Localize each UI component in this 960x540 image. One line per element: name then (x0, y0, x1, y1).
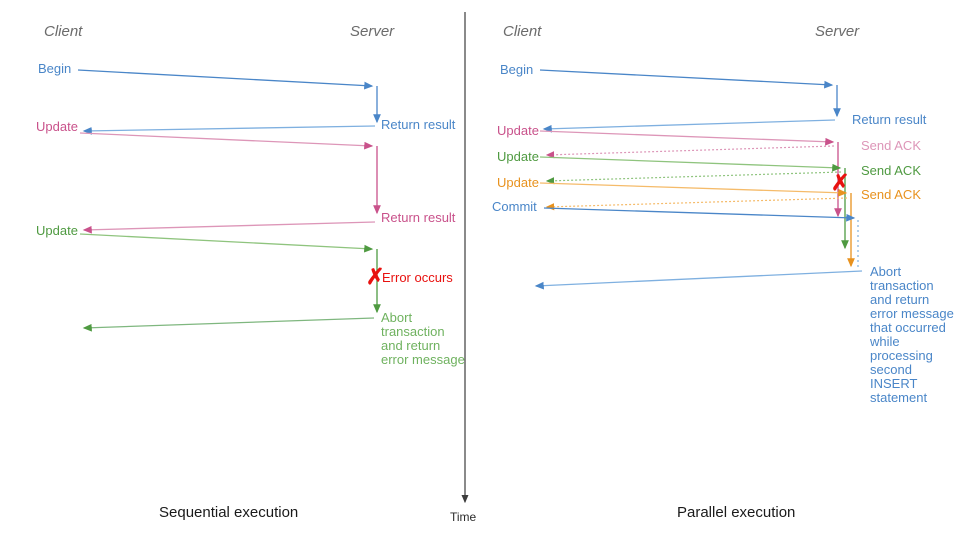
left-actor-server: Server (350, 23, 395, 40)
right-diagram-arrows (534, 69, 863, 290)
arrow-update-3 (539, 182, 848, 197)
left-label-begin: Begin (38, 61, 72, 76)
left-label-error: Error occurs (382, 270, 453, 285)
arrow-send-ack-1 (545, 145, 835, 159)
right-label-send-ack-1: Send ACK (861, 138, 921, 153)
arrow-return-result (542, 119, 836, 133)
left-label-abort: Abort transaction and return error messa… (381, 310, 465, 367)
right-label-update-1: Update (497, 123, 539, 138)
arrow-send-ack-3 (545, 197, 848, 211)
arrow-abort (82, 317, 375, 332)
right-label-update-2: Update (497, 149, 539, 164)
left-label-update-1: Update (36, 119, 78, 134)
right-label-begin: Begin (500, 62, 534, 77)
right-caption: Parallel execution (677, 504, 796, 521)
arrow-update-2 (539, 156, 842, 172)
left-diagram-arrows (77, 69, 381, 332)
right-label-abort: Abort transaction and return error messa… (870, 264, 954, 405)
arrow-begin (77, 69, 374, 90)
left-label-return-result-1: Return result (381, 117, 456, 132)
right-label-return-result: Return result (852, 112, 927, 127)
right-label-commit: Commit (492, 199, 537, 214)
arrow-return-result-2 (82, 221, 376, 234)
left-caption: Sequential execution (159, 504, 299, 521)
left-actor-client: Client (44, 23, 83, 40)
arrow-send-ack-2 (545, 171, 842, 185)
time-axis-label: Time (450, 510, 477, 524)
right-actor-client: Client (503, 23, 542, 40)
arrow-return-result-1 (82, 125, 376, 135)
right-label-send-ack-3: Send ACK (861, 187, 921, 202)
left-label-return-result-2: Return result (381, 210, 456, 225)
error-x-icon-left: ✗ (366, 264, 385, 289)
right-label-update-3: Update (497, 175, 539, 190)
arrow-commit (543, 207, 856, 222)
error-x-icon-right: ✗ (831, 170, 850, 195)
arrow-update-2 (79, 233, 374, 253)
left-label-update-2: Update (36, 223, 78, 238)
arrow-abort (534, 270, 863, 290)
arrow-begin (539, 69, 834, 89)
arrow-update-1 (79, 132, 374, 150)
right-label-send-ack-2: Send ACK (861, 163, 921, 178)
right-actor-server: Server (815, 23, 860, 40)
arrow-update-1 (539, 130, 835, 146)
